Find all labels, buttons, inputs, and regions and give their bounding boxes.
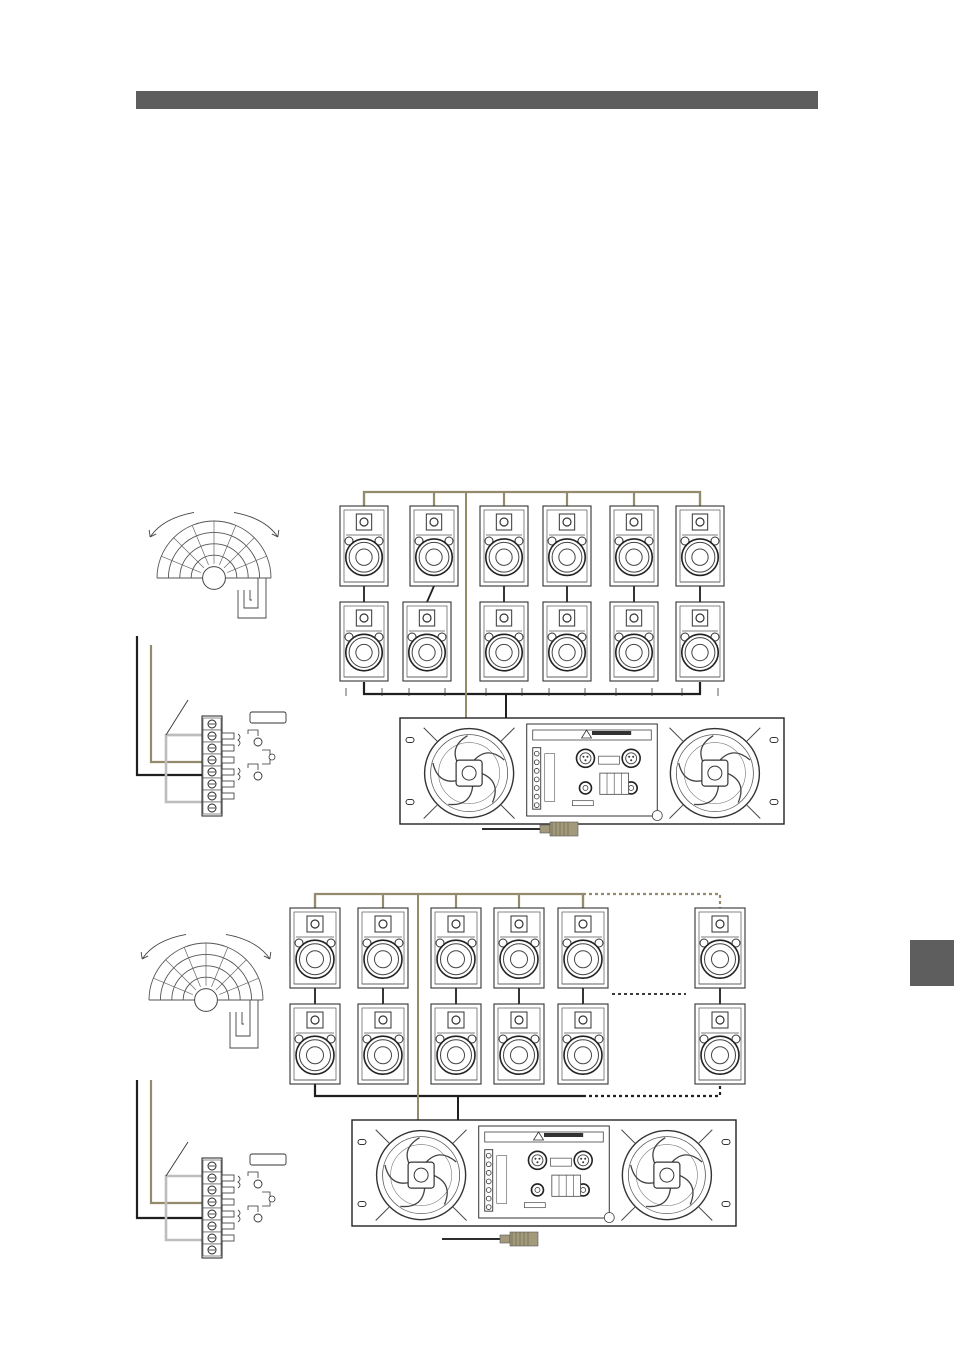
speaker-icon: [494, 908, 544, 988]
speaker-icon: [676, 602, 724, 681]
fan-icon: [669, 728, 760, 819]
xlr-connector-icon: [574, 1151, 592, 1169]
speaker-icon: [403, 602, 451, 681]
speaker-icon: [695, 908, 745, 988]
speaker-icon: [558, 908, 608, 988]
upper-terminal-block: [202, 716, 275, 816]
speaker-icon: [494, 1004, 544, 1084]
lower-volume-dial: [141, 934, 271, 1011]
xlr-connector-icon: [576, 749, 594, 767]
xlr-connector-icon: [622, 749, 640, 767]
speaker-icon: [290, 908, 340, 988]
speaker-icon: [480, 506, 528, 586]
speaker-icon: [610, 506, 658, 586]
lower-amplifier: [352, 1120, 736, 1226]
fan-icon: [621, 1130, 712, 1221]
upper-amplifier: [400, 718, 784, 824]
speaker-icon: [543, 602, 591, 681]
speaker-icon: [340, 602, 388, 681]
speaker-icon: [676, 506, 724, 586]
speaker-icon: [610, 602, 658, 681]
speaker-icon: [695, 1004, 745, 1084]
fan-icon: [376, 1130, 467, 1221]
lower-xlr-cable: [442, 1232, 538, 1246]
speaker-icon: [358, 1004, 408, 1084]
speaker-icon: [431, 1004, 481, 1084]
speaker-icon: [480, 602, 528, 681]
speaker-icon: [290, 1004, 340, 1084]
xlr-connector-icon: [528, 1151, 546, 1169]
fan-icon: [424, 728, 515, 819]
speaker-icon: [340, 506, 388, 586]
lower-terminal-block: [202, 1158, 275, 1258]
speaker-icon: [431, 908, 481, 988]
upper-volume-dial: [149, 512, 279, 589]
speaker-icon: [358, 908, 408, 988]
speaker-icon: [558, 1004, 608, 1084]
speaker-icon: [410, 506, 458, 586]
speaker-icon: [543, 506, 591, 586]
